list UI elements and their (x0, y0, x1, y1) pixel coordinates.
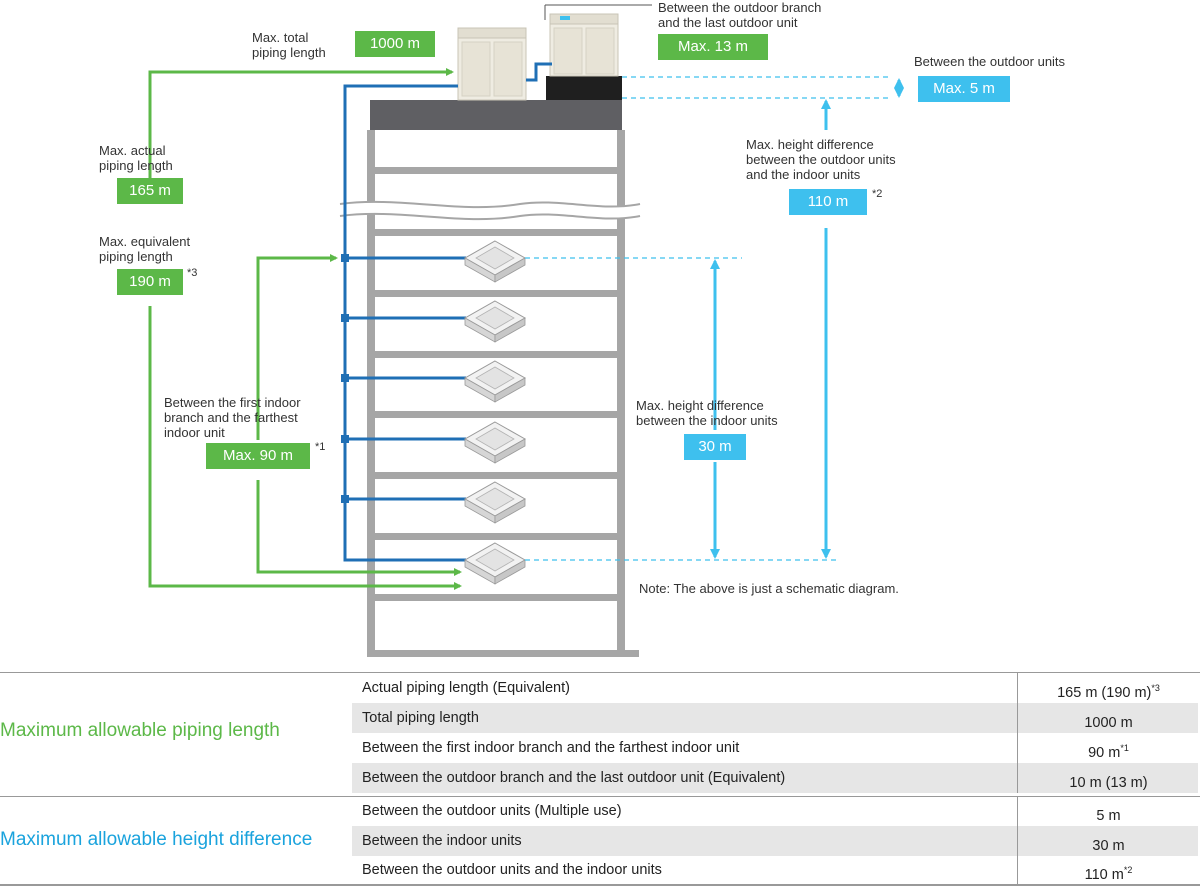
indoor-unit (464, 481, 526, 524)
height-difference-title: Maximum allowable height difference (0, 829, 313, 850)
first-branch-arrow-up (256, 254, 338, 440)
first-indoor-branch-label: Between the first indoor branch and the … (164, 395, 301, 440)
table-value: 5 m (1017, 796, 1199, 826)
height-indoor-label: Max. height difference between the indoo… (636, 398, 778, 428)
actual-length-arrow (148, 306, 462, 590)
total-length-arrow (148, 68, 454, 178)
total-piping-value: 1000 m (355, 31, 435, 57)
first-branch-arrow-down (256, 480, 462, 576)
outdoor-branch-label: Between the outdoor branch and the last … (658, 0, 822, 30)
table-value: 165 m (190 m)*3 (1017, 673, 1199, 703)
outdoor-unit-base (546, 76, 622, 100)
building-column-right (617, 130, 625, 657)
indoor-unit (464, 360, 526, 403)
table-row: Between the outdoor units and the indoor… (352, 855, 1198, 885)
outdoor-branch-value: Max. 13 m (658, 34, 768, 60)
indoor-unit (464, 542, 526, 585)
equivalent-piping-value: 190 m (117, 269, 183, 295)
table-row: Between the outdoor units (Multiple use)… (352, 796, 1198, 826)
table-value: 30 m (1017, 826, 1199, 856)
height-outdoor-indoor-label: Max. height difference between the outdo… (746, 137, 896, 182)
equivalent-piping-label: Max. equivalent piping length (99, 234, 191, 264)
table-value: 110 m*2 (1017, 855, 1199, 885)
schematic-note: Note: The above is just a schematic diag… (639, 581, 899, 596)
refrigerant-pipe (343, 62, 552, 562)
outdoor-units-label: Between the outdoor units (914, 54, 1066, 69)
table-row: Total piping length 1000 m (352, 703, 1198, 733)
piping-length-title: Maximum allowable piping length (0, 720, 280, 741)
indoor-unit (464, 421, 526, 464)
break-symbol (340, 201, 640, 220)
table-row: Between the first indoor branch and the … (352, 733, 1198, 763)
table-row: Between the indoor units 30 m (352, 826, 1198, 856)
total-piping-label: Max. total piping length (252, 30, 326, 60)
first-indoor-branch-value: Max. 90 m (206, 443, 310, 469)
height-outdoor-indoor-value: 110 m (789, 189, 867, 215)
building (339, 100, 641, 657)
height-arrows (710, 78, 904, 559)
table-row: Between the outdoor branch and the last … (352, 763, 1198, 793)
table-value: 10 m (13 m) (1017, 763, 1199, 793)
outdoor-unit-2 (546, 13, 622, 100)
piping-length-arrows (148, 68, 462, 590)
indoor-unit (464, 300, 526, 343)
ref-mark-3: *3 (187, 267, 198, 279)
table-value: 90 m*1 (1017, 733, 1199, 763)
outdoor-unit-1 (457, 27, 527, 101)
ref-mark-2: *2 (872, 188, 883, 200)
indoor-unit (464, 240, 526, 283)
actual-piping-value: 165 m (117, 178, 183, 204)
table-value: 1000 m (1017, 703, 1199, 733)
ref-mark-1: *1 (315, 441, 326, 453)
height-guides (525, 76, 888, 561)
branch-joints (341, 254, 349, 503)
table-row: Actual piping length (Equivalent) 165 m … (352, 673, 1198, 703)
schematic-diagram (148, 4, 904, 657)
building-column-left (367, 130, 375, 657)
roof-slab (370, 100, 622, 130)
actual-piping-label: Max. actual piping length (99, 143, 173, 173)
height-indoor-value: 30 m (684, 434, 746, 460)
outdoor-units-value: Max. 5 m (918, 76, 1010, 102)
ground-line (367, 650, 639, 657)
